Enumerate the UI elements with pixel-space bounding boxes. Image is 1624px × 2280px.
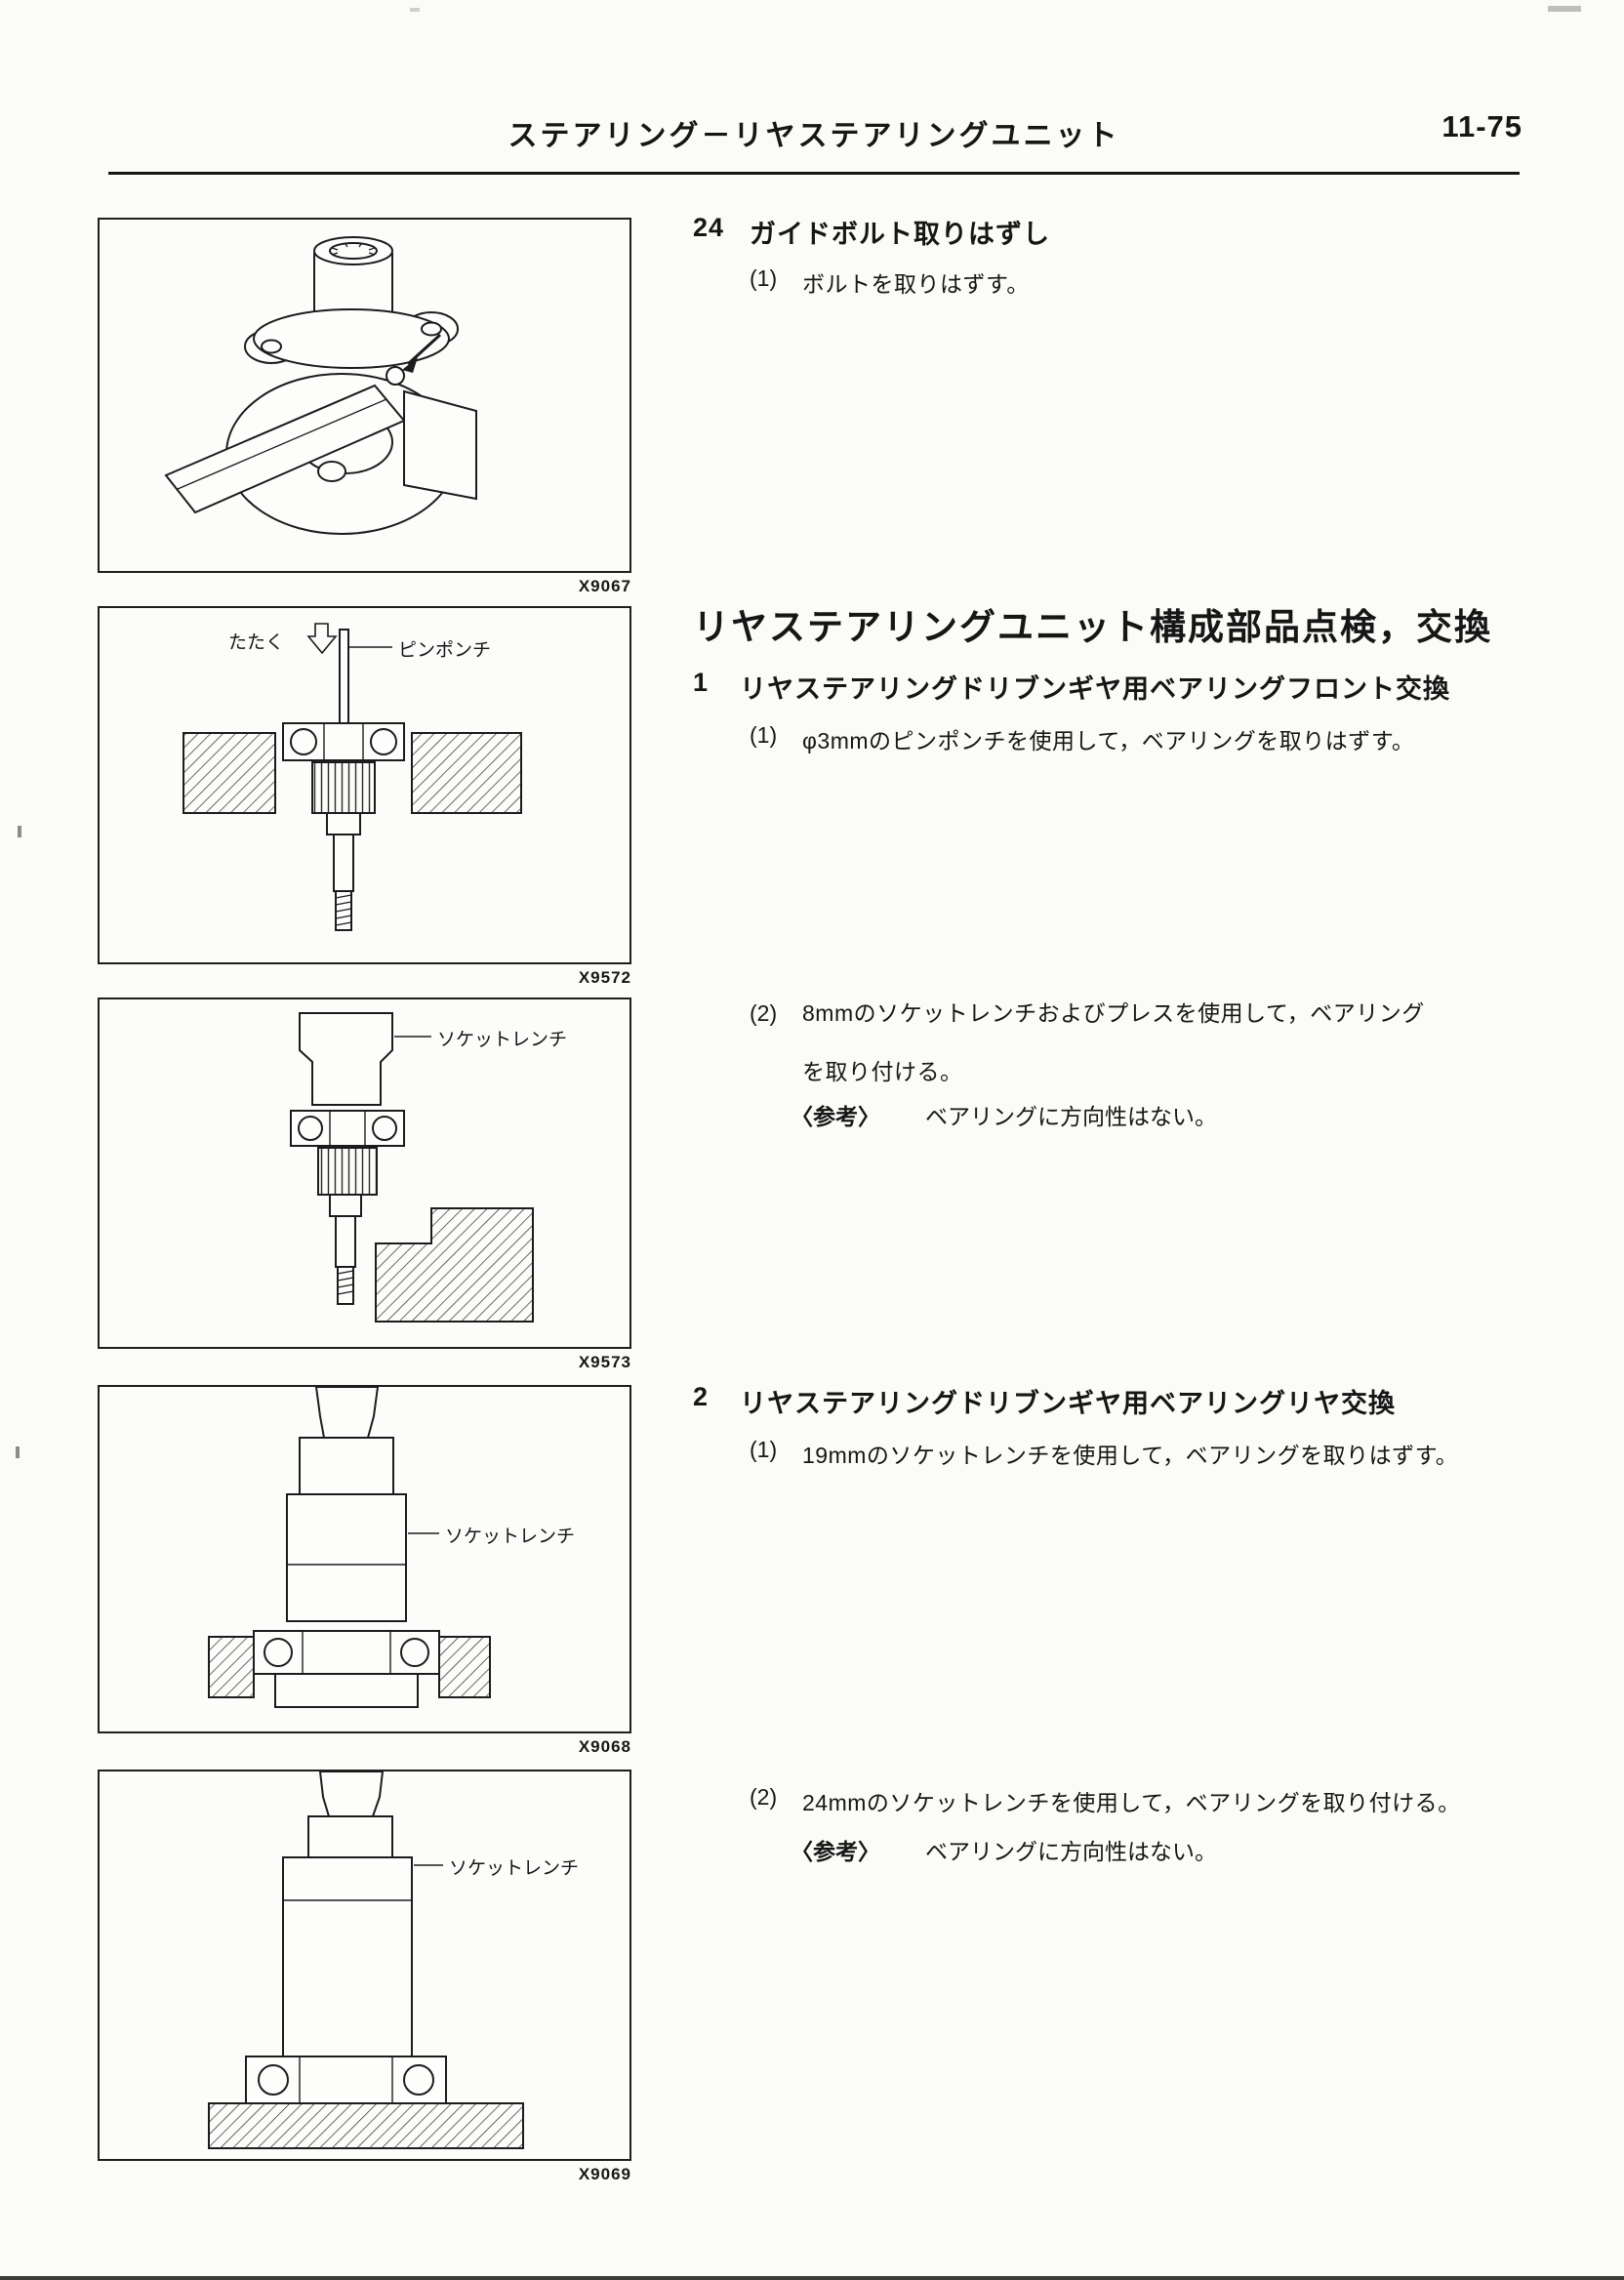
substep-text: 19mmのソケットレンチを使用して，ベアリングを取りはずす。 xyxy=(802,1443,1459,1468)
substep-number: (1) xyxy=(750,265,778,291)
figure-box: ソケットレンチ xyxy=(98,1770,631,2161)
figure-caption: X9069 xyxy=(578,2165,631,2183)
item-number: 2 xyxy=(693,1382,710,1411)
substep-row: (1) φ3mmのピンポンチを使用して，ベアリングを取りはずす。 xyxy=(750,722,1414,755)
figure-x9068: ソケットレンチ X9068 xyxy=(98,1385,631,1757)
figure-box: ソケットレンチ xyxy=(98,1385,631,1733)
scan-artifact xyxy=(16,1446,20,1458)
substep-row: (1) ボルトを取りはずす。 xyxy=(750,265,1030,299)
figure-x9573: ソケットレンチ X9573 xyxy=(98,998,631,1372)
page-number: 11-75 xyxy=(1441,109,1522,143)
figure-caption: X9572 xyxy=(578,968,631,987)
substep-number: (1) xyxy=(750,722,778,748)
substep-text: 24mmのソケットレンチを使用して，ベアリングを取り付ける。 xyxy=(802,1790,1461,1815)
figure-x9572: たたく ピンポンチ X9572 xyxy=(98,606,631,988)
figure-label-socket-wrench: ソケットレンチ xyxy=(437,1030,568,1050)
substep-text: 8mmのソケットレンチおよびプレスを使用して，ベアリングを取り付ける。 xyxy=(802,1000,1425,1084)
step-title: ガイドボルト取りはずし xyxy=(750,220,1050,249)
figure-caption: X9068 xyxy=(578,1737,631,1756)
figure-box xyxy=(98,218,631,573)
note-text: ベアリングに方向性はない。 xyxy=(925,1104,1217,1129)
scan-artifact xyxy=(1548,6,1581,12)
note-row: 〈参考〉 ベアリングに方向性はない。 xyxy=(791,1833,1217,1866)
substep-row: (1) 19mmのソケットレンチを使用して，ベアリングを取りはずす。 xyxy=(750,1437,1458,1470)
substep-text: φ3mmのピンポンチを使用して，ベアリングを取りはずす。 xyxy=(802,728,1415,753)
section-title: リヤステアリングユニット構成部品点検，交換 xyxy=(693,607,1492,647)
page-title: ステアリング－リヤステアリングユニット xyxy=(508,120,1120,152)
note-text: ベアリングに方向性はない。 xyxy=(925,1839,1217,1864)
substep-row: (2) 24mmのソケットレンチを使用して，ベアリングを取り付ける。 xyxy=(750,1784,1461,1817)
figure-caption: X9573 xyxy=(578,1353,631,1371)
header-rule xyxy=(108,172,1520,175)
note-label: 〈参考〉 xyxy=(791,1839,880,1864)
figure-label-hit: たたく xyxy=(228,632,285,653)
figure-label-pin-punch: ピンポンチ xyxy=(398,640,492,661)
item-title: リヤステアリングドリブンギヤ用ベアリングリヤ交換 xyxy=(740,1389,1396,1418)
socket-wrench-illustration xyxy=(208,1387,491,1708)
step-number: 24 xyxy=(693,213,725,242)
scan-artifact xyxy=(18,826,21,837)
substep-text: ボルトを取りはずす。 xyxy=(802,271,1030,297)
figure-x9067: X9067 xyxy=(98,218,631,596)
figure-caption: X9067 xyxy=(578,577,631,595)
item-2-heading: 2 リヤステアリングドリブンギヤ用ベアリングリヤ交換 xyxy=(693,1382,1396,1420)
substep-row: (2) 8mmのソケットレンチおよびプレスを使用して，ベアリングを取り付ける。 xyxy=(750,984,1442,1101)
figure-box: ソケットレンチ xyxy=(98,998,631,1349)
page-bottom-edge xyxy=(0,2276,1624,2280)
item-1-heading: 1 リヤステアリングドリブンギヤ用ベアリングフロント交換 xyxy=(693,668,1450,706)
socket-wrench-illustration xyxy=(208,1771,524,2149)
figure-x9069: ソケットレンチ X9069 xyxy=(98,1770,631,2184)
item-number: 1 xyxy=(693,668,710,697)
note-label: 〈参考〉 xyxy=(791,1104,880,1129)
figure-label-socket-wrench: ソケットレンチ xyxy=(445,1527,576,1547)
steering-unit-illustration xyxy=(164,236,477,535)
figure-label-socket-wrench: ソケットレンチ xyxy=(449,1858,580,1879)
step-24-heading: 24 ガイドボルト取りはずし xyxy=(693,213,1050,251)
item-title: リヤステアリングドリブンギヤ用ベアリングフロント交換 xyxy=(740,674,1450,704)
figure-box: たたく ピンポンチ xyxy=(98,606,631,964)
scan-artifact xyxy=(410,8,420,12)
substep-number: (2) xyxy=(750,1784,778,1810)
socket-wrench-press-illustration xyxy=(290,1012,534,1323)
pin-punch-illustration xyxy=(183,623,522,931)
substep-number: (1) xyxy=(750,1437,778,1462)
note-row: 〈参考〉 ベアリングに方向性はない。 xyxy=(791,1098,1217,1131)
substep-number: (2) xyxy=(750,1000,778,1026)
